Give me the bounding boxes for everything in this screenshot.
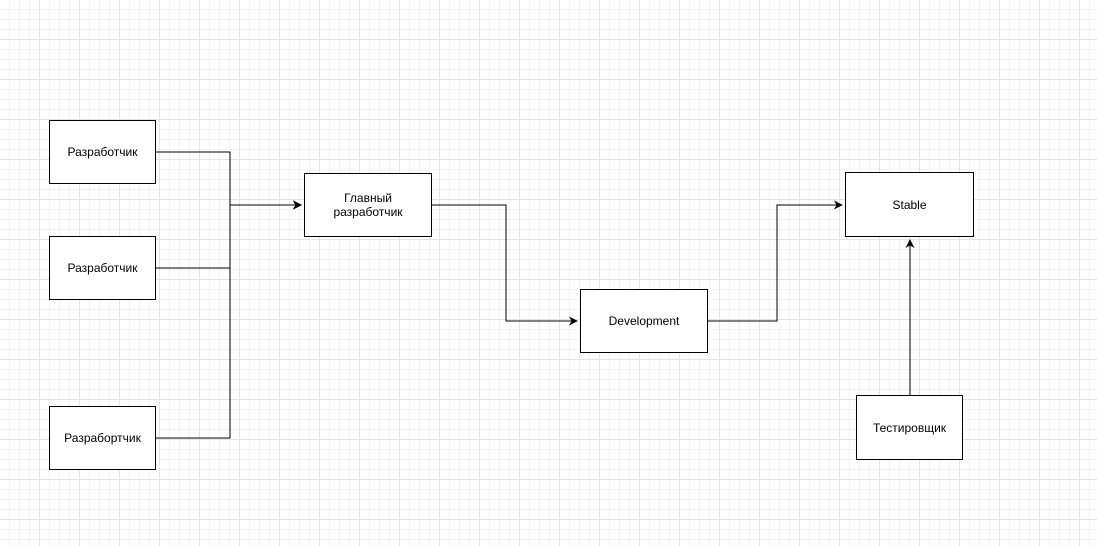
- node-label: Разработчик: [67, 145, 138, 159]
- node-label: Разрабортчик: [64, 431, 141, 445]
- node-development[interactable]: Development: [580, 289, 708, 353]
- edge-developer-3-to-lead[interactable]: [156, 200, 302, 439]
- node-stable[interactable]: Stable: [845, 172, 974, 237]
- node-label: Тестировщик: [872, 420, 947, 435]
- edge-developer-2-to-lead[interactable]: [156, 200, 302, 269]
- node-label: Разработчик: [67, 261, 138, 275]
- edge-lead-to-development[interactable]: [432, 204, 578, 326]
- node-developer-3[interactable]: Разрабортчик: [49, 406, 156, 470]
- node-lead-developer[interactable]: Главный разработчик: [304, 173, 432, 237]
- node-developer-1[interactable]: Разработчик: [49, 120, 156, 184]
- node-label: Главный разработчик: [333, 191, 403, 219]
- edge-development-to-stable[interactable]: [708, 200, 843, 322]
- edge-developer-1-to-lead[interactable]: [156, 151, 302, 210]
- node-tester[interactable]: Тестировщик: [856, 395, 963, 460]
- node-developer-2[interactable]: Разработчик: [49, 236, 156, 300]
- node-label: Stable: [892, 197, 927, 212]
- node-label: Development: [608, 314, 680, 328]
